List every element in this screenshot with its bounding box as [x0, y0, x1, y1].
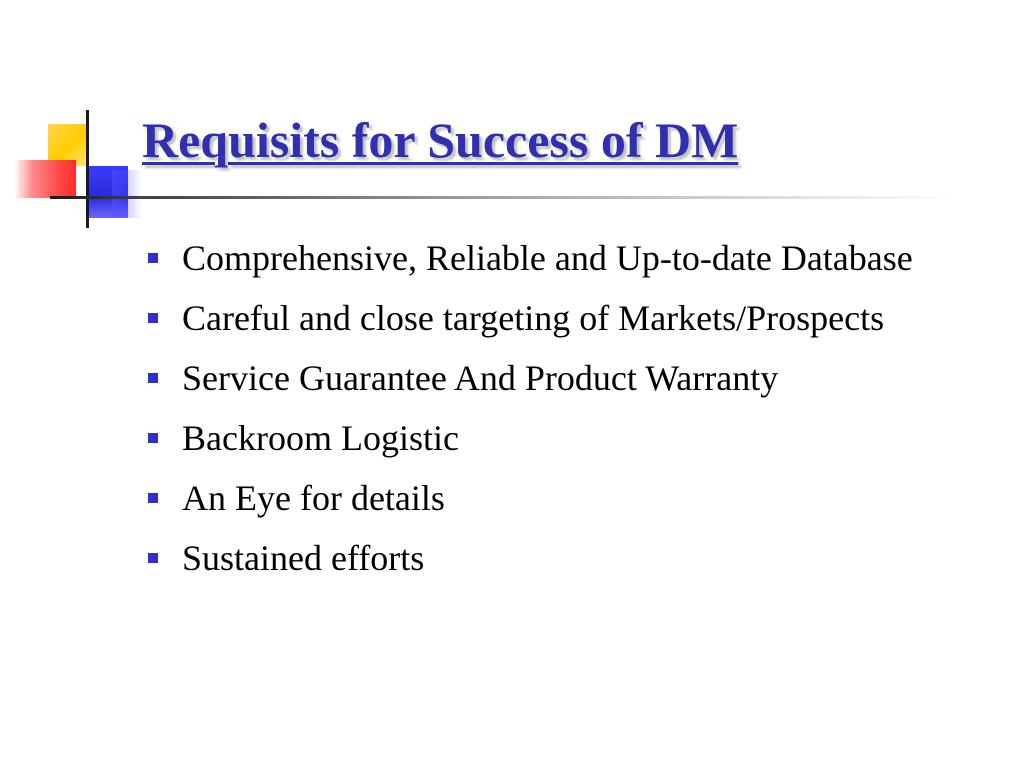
square-bullet-icon — [148, 493, 158, 503]
red-bar-decoration — [14, 160, 76, 198]
title-underline-rule — [50, 196, 960, 199]
square-bullet-icon — [148, 433, 158, 443]
vertical-rule — [86, 110, 89, 228]
bullet-item: Comprehensive, Reliable and Up-to-date D… — [148, 234, 988, 282]
bullet-item: Backroom Logistic — [148, 414, 988, 462]
yellow-square-decoration — [48, 124, 88, 166]
bullet-item: Careful and close targeting of Markets/P… — [148, 294, 988, 342]
bullet-text: An Eye for details — [182, 478, 445, 518]
bullet-item: An Eye for details — [148, 474, 988, 522]
bullet-item: Sustained efforts — [148, 534, 988, 582]
bullet-text: Backroom Logistic — [182, 418, 459, 458]
square-bullet-icon — [148, 373, 158, 383]
bullet-text: Sustained efforts — [182, 538, 425, 578]
square-bullet-icon — [148, 553, 158, 563]
bullet-list: Comprehensive, Reliable and Up-to-date D… — [148, 234, 988, 594]
slide-title: Requisits for Success of DM — [142, 112, 739, 168]
bullet-text: Service Guarantee And Product Warranty — [182, 358, 779, 398]
square-bullet-icon — [148, 253, 158, 263]
bullet-text: Comprehensive, Reliable and Up-to-date D… — [182, 238, 913, 278]
blue-fade-decoration — [112, 170, 142, 218]
bullet-item: Service Guarantee And Product Warranty — [148, 354, 988, 402]
bullet-text: Careful and close targeting of Markets/P… — [182, 298, 885, 338]
square-bullet-icon — [148, 313, 158, 323]
